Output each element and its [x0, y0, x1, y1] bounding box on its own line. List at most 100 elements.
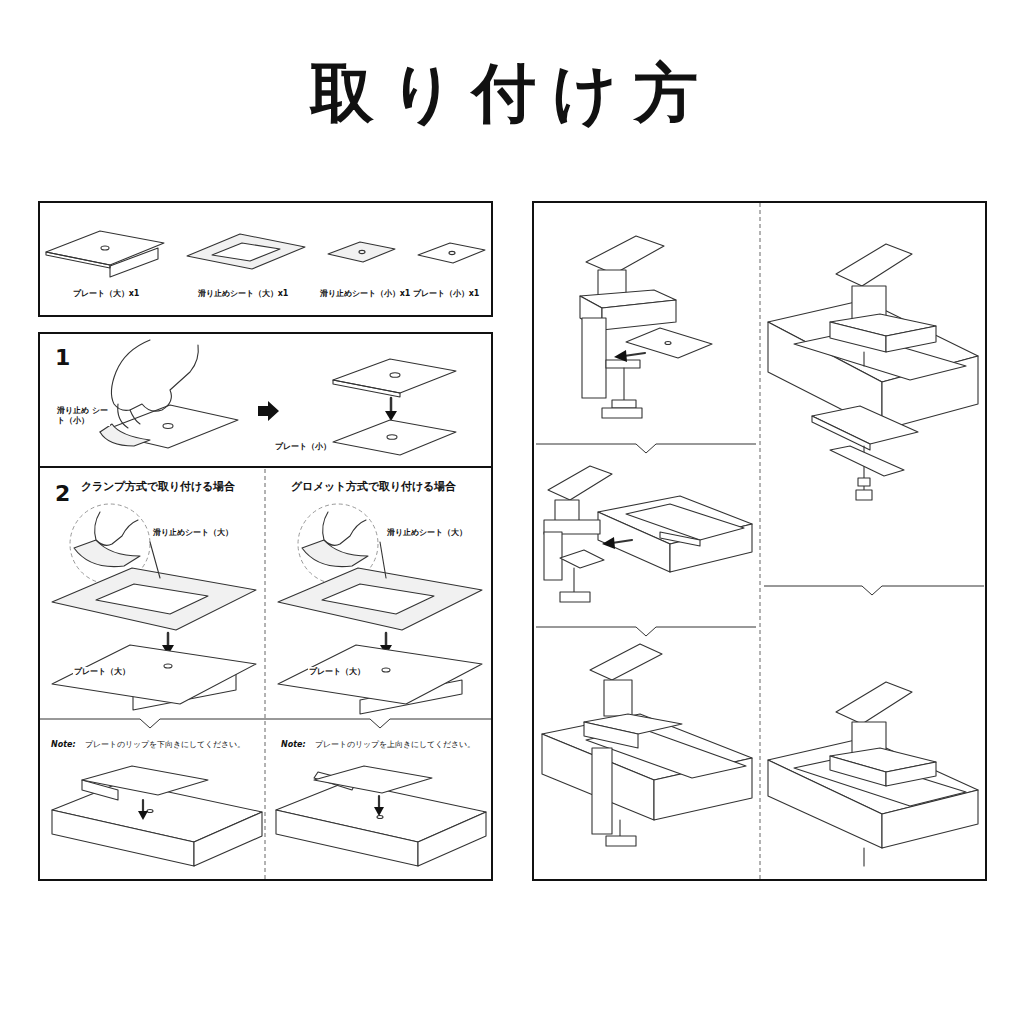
clamp-assembly-2: [573, 568, 574, 592]
clamp-assembly-2: [612, 540, 632, 543]
clamp-assembly-3: [592, 748, 612, 834]
clamp-assembly-1: [582, 318, 606, 398]
part-label: プレート（大）: [308, 667, 366, 677]
part-label: 滑り止め シート（小）: [56, 406, 110, 426]
clamp-step-drawing: [96, 584, 208, 614]
clamp-assembly-2: [544, 532, 562, 580]
clamp-step-drawing: [52, 568, 256, 630]
clamp-assembly-1: [602, 300, 676, 330]
grommet-step-drawing: [302, 540, 368, 567]
clamp-step-drawing: [82, 766, 208, 795]
step1-drawing: [100, 340, 456, 455]
parts-drawing: [101, 246, 109, 250]
step1-drawing: [100, 424, 150, 446]
parts-drawing: [46, 231, 164, 265]
clamp-step-drawing: [194, 812, 262, 866]
clamp-step-drawing: [138, 811, 148, 820]
grommet-step-drawing: [382, 668, 390, 672]
step-panel: 2クランプ方式で取り付ける場合滑り止めシート（大）プレート（大）Note:プレー…: [38, 466, 493, 881]
clamp-assembly-1: [623, 368, 624, 400]
parts-panel: プレート（大）x1滑り止めシート（大）x1滑り止めシート（小）x1プレート（小）…: [38, 201, 493, 317]
parts-drawing: [449, 251, 455, 254]
clamp-assembly-2: [626, 504, 744, 540]
grommet-assembly-1: [886, 326, 936, 352]
grommet-assembly-1: [856, 490, 872, 500]
grommet-step-drawing: [276, 810, 418, 866]
page-title: 取り付け方: [0, 58, 1024, 128]
clamp-assembly-2: [560, 592, 590, 602]
clamp-assembly-1: [580, 236, 712, 418]
step1-drawing: [333, 380, 400, 397]
grommet-assembly-2: [836, 682, 912, 724]
note-text: プレートのリップを下向きにしてください。: [84, 740, 246, 749]
clamp-assembly-1: [665, 342, 671, 345]
right-panel: [536, 444, 756, 453]
note-label: Note:: [50, 740, 77, 750]
part-label: 滑り止めシート（大）: [152, 528, 234, 538]
clamp-step-drawing: [52, 645, 256, 704]
part-label: プレート（大）: [73, 667, 131, 677]
step1-drawing: [111, 340, 198, 411]
clamp-assembly-1: [606, 360, 640, 368]
right-panel: [533, 202, 986, 880]
parts-drawing: [418, 243, 485, 263]
step1-drawing: [100, 405, 238, 448]
grommet-step-drawing: [323, 512, 366, 545]
grommet-assembly-1: [830, 322, 886, 352]
grommet-step-drawing: [278, 645, 482, 704]
clamp-assembly-2: [548, 466, 612, 500]
grommet-step-drawing: [374, 807, 384, 816]
clamp-assembly-1: [612, 400, 636, 408]
grommet-step-drawing: [322, 584, 434, 614]
grommet-step-drawing: [377, 816, 383, 819]
clamp-assembly-1: [614, 350, 627, 362]
clamp-step-drawing: [52, 504, 262, 866]
grommet-step-drawing: [378, 796, 380, 808]
clamp-step-drawing: [52, 810, 194, 866]
clamp-assembly-2: [660, 532, 700, 546]
parts-drawing: [359, 250, 365, 253]
dividers: [265, 469, 266, 879]
grommet-assembly-1: [768, 244, 978, 500]
clamp-assembly-3: [590, 644, 662, 680]
part-name: 滑り止めシート（大）x1: [187, 289, 299, 299]
clamp-assembly-3: [619, 820, 620, 836]
grommet-step-drawing: [276, 504, 486, 866]
grommet-assembly-2: [768, 682, 978, 866]
grommet-step-drawing: [314, 766, 432, 793]
step-panel: 1滑り止め シート（小）プレート（小）: [38, 332, 493, 468]
dividers: [40, 719, 491, 728]
clamp-step-drawing: [74, 540, 140, 567]
step1-drawing: [387, 435, 397, 440]
note-label: Note:: [280, 740, 307, 750]
part-name: プレート（大）x1: [55, 289, 157, 299]
clamp-assembly-2: [544, 466, 752, 602]
clamp-step-drawing: [164, 664, 172, 668]
right-panel: [536, 627, 756, 636]
part-label: プレート（小）: [274, 442, 332, 452]
clamp-assembly-3: [604, 680, 632, 716]
step1-drawing: [385, 411, 397, 421]
right-panel: [764, 586, 984, 595]
part-name: プレート（小）x1: [405, 289, 487, 299]
right-panel: [533, 202, 986, 880]
dividers: [38, 467, 493, 879]
note-text: プレートのリップを上向きにしてください。: [314, 740, 476, 749]
right-panel: [760, 203, 761, 879]
clamp-assembly-2: [560, 550, 604, 568]
clamp-step-drawing: [95, 512, 138, 545]
grommet-step-drawing: [385, 633, 388, 646]
clamp-step-drawing: [150, 542, 160, 578]
grommet-step-drawing: [380, 542, 386, 578]
grommet-assembly-1: [836, 244, 912, 286]
grommet-assembly-1: [830, 446, 904, 476]
step1-drawing: [118, 404, 140, 428]
step-number: 2: [54, 480, 71, 508]
clamp-assembly-3: [542, 644, 752, 846]
method-heading: グロメット方式で取り付ける場合: [290, 480, 457, 494]
grommet-step-drawing: [278, 568, 482, 630]
step1-drawing: [163, 424, 173, 429]
clamp-step-drawing: [142, 800, 144, 812]
clamp-step-drawing: [167, 633, 170, 646]
